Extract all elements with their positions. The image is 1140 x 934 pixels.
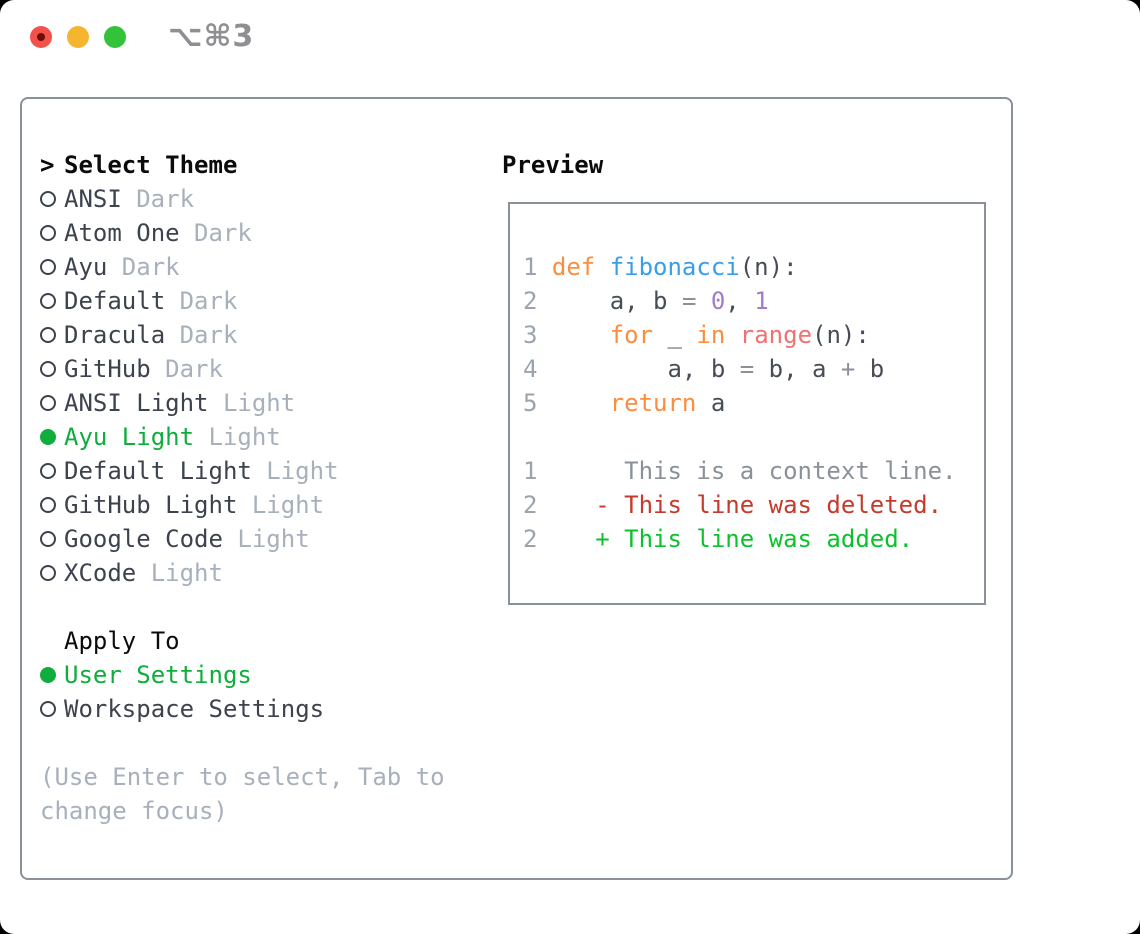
line-number: 4 bbox=[523, 355, 538, 383]
picker-header-row: > Select Theme bbox=[40, 148, 490, 182]
theme-option-ayu-dark[interactable]: Ayu Dark bbox=[40, 250, 490, 284]
apply-option-workspace-settings[interactable]: Workspace Settings bbox=[40, 692, 490, 726]
diff-deleted-line: 2 - This line was deleted. bbox=[523, 488, 984, 522]
theme-name: ANSI bbox=[64, 185, 122, 213]
radio-icon bbox=[40, 293, 64, 309]
spacer bbox=[40, 590, 490, 624]
theme-option-github-light[interactable]: GitHub Light Light bbox=[40, 488, 490, 522]
theme-option-google-code[interactable]: Google Code Light bbox=[40, 522, 490, 556]
apply-option-user-settings[interactable]: User Settings bbox=[40, 658, 490, 692]
code-line-3: 3 for _ in range(n): bbox=[523, 318, 984, 352]
prompt-icon: > bbox=[40, 151, 55, 179]
line-number: 1 bbox=[523, 253, 538, 281]
theme-variant: Light bbox=[150, 559, 223, 587]
theme-variant: Dark bbox=[121, 253, 180, 281]
theme-name: Dracula bbox=[64, 321, 166, 349]
titlebar: ⌥⌘3 bbox=[0, 0, 1140, 75]
line-number: 2 bbox=[523, 287, 538, 315]
diff-added-line: 2 + This line was added. bbox=[523, 522, 984, 556]
radio-selected-icon bbox=[40, 429, 64, 445]
theme-option-xcode[interactable]: XCode Light bbox=[40, 556, 490, 590]
code-line-2: 2 a, b = 0, 1 bbox=[523, 284, 984, 318]
theme-name: Ayu bbox=[64, 253, 108, 281]
diff-context-line: 1 This is a context line. bbox=[523, 454, 984, 488]
theme-option-dracula-dark[interactable]: Dracula Dark bbox=[40, 318, 490, 352]
preview-header-label: Preview bbox=[502, 151, 604, 179]
theme-option-default-dark[interactable]: Default Dark bbox=[40, 284, 490, 318]
theme-option-default-light[interactable]: Default Light Light bbox=[40, 454, 490, 488]
apply-option-label: User Settings bbox=[64, 661, 252, 689]
radio-icon bbox=[40, 497, 64, 513]
theme-name: GitHub bbox=[64, 355, 151, 383]
theme-name: ANSI Light bbox=[64, 389, 209, 417]
theme-variant: Light bbox=[251, 491, 325, 519]
radio-icon bbox=[40, 701, 64, 717]
zoom-button[interactable] bbox=[104, 26, 126, 48]
theme-option-atom-one-dark[interactable]: Atom One Dark bbox=[40, 216, 490, 250]
theme-name: Ayu Light bbox=[64, 423, 195, 451]
theme-option-ayu-light-selected[interactable]: Ayu Light Light bbox=[40, 420, 490, 454]
close-button[interactable] bbox=[30, 26, 52, 48]
apply-to-header-row: Apply To bbox=[40, 624, 490, 658]
theme-name: Default Light bbox=[64, 457, 252, 485]
radio-icon bbox=[40, 463, 64, 479]
picker-header-label: Select Theme bbox=[64, 151, 238, 179]
theme-variant: Light bbox=[266, 457, 339, 485]
code-line-4: 4 a, b = b, a + b bbox=[523, 352, 984, 386]
hint-line-2: change focus) bbox=[40, 797, 228, 825]
theme-name: Google Code bbox=[64, 525, 223, 553]
spacer bbox=[40, 726, 490, 760]
line-number: 3 bbox=[523, 321, 538, 349]
code-line-5: 5 return a bbox=[523, 386, 984, 420]
radio-icon bbox=[40, 395, 64, 411]
traffic-lights bbox=[30, 26, 126, 48]
radio-icon bbox=[40, 565, 64, 581]
blank-code-line bbox=[523, 420, 984, 454]
window-title: ⌥⌘3 bbox=[168, 19, 255, 54]
apply-option-label: Workspace Settings bbox=[64, 695, 325, 723]
radio-icon bbox=[40, 259, 64, 275]
line-number: 1 bbox=[523, 457, 538, 485]
theme-variant: Light bbox=[208, 423, 281, 451]
radio-icon bbox=[40, 531, 64, 547]
radio-selected-icon bbox=[40, 667, 64, 683]
preview-header-row: Preview bbox=[502, 148, 603, 182]
theme-option-ansi-dark[interactable]: ANSI Dark bbox=[40, 182, 490, 216]
radio-icon bbox=[40, 225, 64, 241]
theme-name: Atom One bbox=[64, 219, 180, 247]
hint-line-1: (Use Enter to select, Tab to bbox=[40, 763, 445, 791]
theme-variant: Dark bbox=[179, 321, 238, 349]
line-number: 5 bbox=[523, 389, 538, 417]
theme-variant: Dark bbox=[136, 185, 195, 213]
theme-name: XCode bbox=[64, 559, 137, 587]
apply-to-header-label: Apply To bbox=[64, 627, 180, 655]
theme-variant: Dark bbox=[194, 219, 252, 247]
radio-icon bbox=[40, 191, 64, 207]
theme-option-ansi-light[interactable]: ANSI Light Light bbox=[40, 386, 490, 420]
line-number: 2 bbox=[523, 491, 538, 519]
radio-icon bbox=[40, 361, 64, 377]
theme-variant: Light bbox=[222, 389, 296, 417]
line-number: 2 bbox=[523, 525, 538, 553]
theme-variant: Dark bbox=[179, 287, 238, 315]
theme-variant: Dark bbox=[165, 355, 223, 383]
theme-option-github-dark[interactable]: GitHub Dark bbox=[40, 352, 490, 386]
theme-name: GitHub Light bbox=[64, 491, 238, 519]
theme-variant: Light bbox=[237, 525, 310, 553]
theme-picker: > Select Theme ANSI Dark Atom One Dark A… bbox=[40, 148, 490, 828]
theme-name: Default bbox=[64, 287, 166, 315]
radio-icon bbox=[40, 327, 64, 343]
minimize-button[interactable] bbox=[67, 26, 89, 48]
